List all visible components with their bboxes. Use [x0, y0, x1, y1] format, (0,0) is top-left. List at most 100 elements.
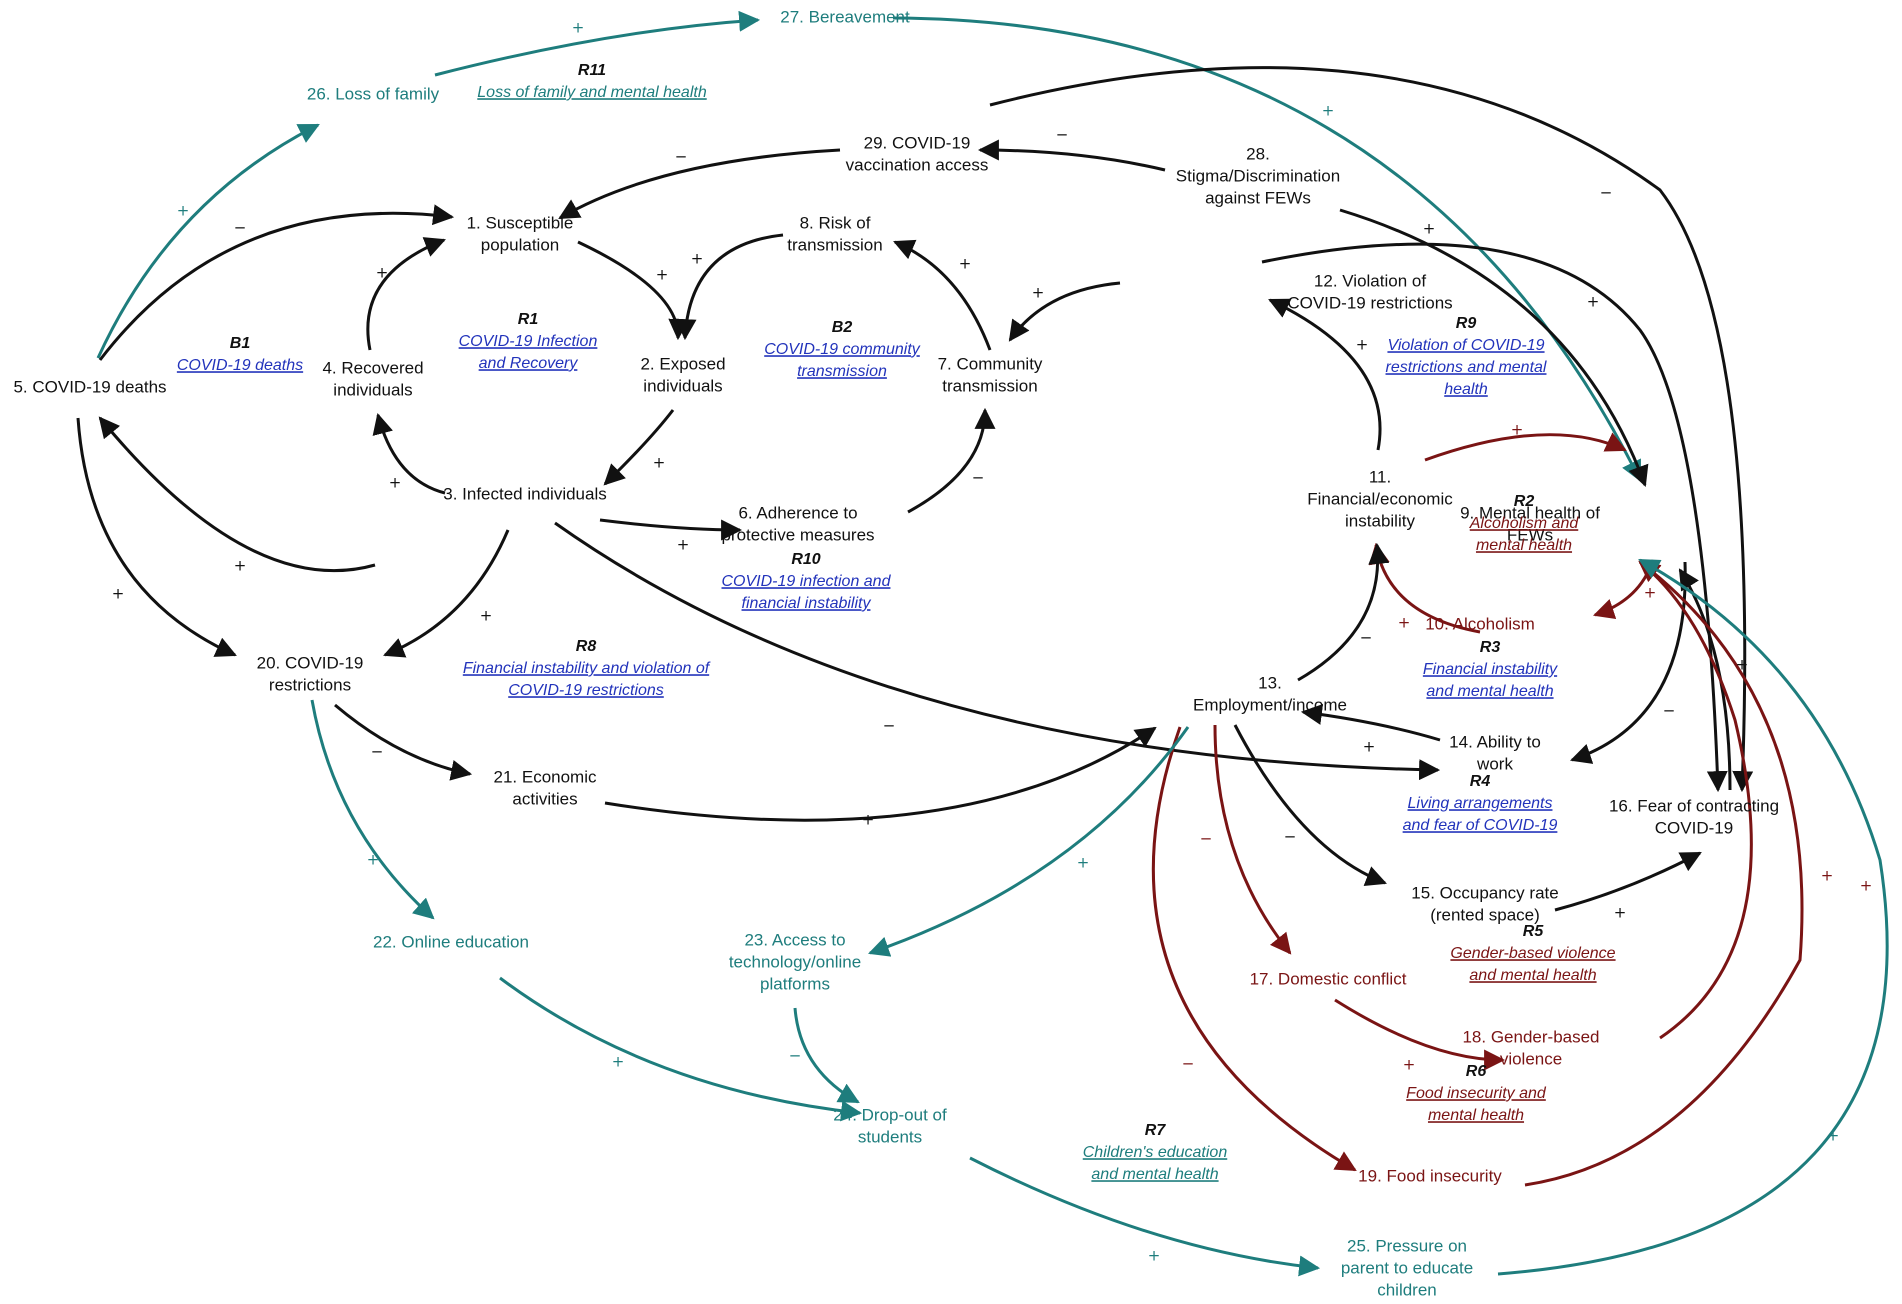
loop-R9-label-line-0[interactable]: Violation of COVID-19 — [1387, 337, 1544, 354]
arrow-n12-to-n16 — [1261, 242, 1728, 793]
node-n17-line-0: 17. Domestic conflict — [1250, 969, 1407, 988]
loop-R1-label-line-0[interactable]: COVID-19 Infection — [459, 333, 598, 350]
polarity-n4-to-n1: + — [376, 264, 389, 282]
loop-R10-label-line-1[interactable]: financial instability — [742, 595, 872, 612]
loop-R2-label-line-1[interactable]: mental health — [1476, 537, 1572, 554]
arrow-n3-to-n20 — [383, 529, 510, 658]
node-n4: 4. Recovered individuals — [322, 358, 423, 399]
polarity-n9-to-n14: − — [1663, 702, 1676, 720]
node-n23-line-0: 23. Access to — [744, 930, 845, 949]
node-n26: 26. Loss of family — [307, 84, 440, 103]
node-n11-line-0: 11. — [1369, 467, 1391, 486]
loop-R3-label-line-1[interactable]: and mental health — [1426, 683, 1553, 700]
node-n3: 3. Infected individuals — [443, 484, 607, 503]
arrow-n7-to-n8 — [893, 239, 992, 351]
loop-R1-label-line-1[interactable]: and Recovery — [479, 355, 579, 372]
arrow-n3-to-n4 — [372, 412, 446, 495]
loop-R5-label-line-0[interactable]: Gender-based violence — [1450, 945, 1615, 962]
loop-B2-label-line-0[interactable]: COVID-19 community — [764, 341, 921, 358]
loop-R2-label-line-0[interactable]: Alcoholism and — [1469, 515, 1580, 532]
node-n27-line-0: 27. Bereavement — [780, 7, 910, 26]
loop-R9-label-line-2[interactable]: health — [1444, 381, 1488, 398]
polarity-n13-to-n17: − — [1200, 830, 1213, 848]
loop-B2-label-line-1[interactable]: transmission — [797, 363, 887, 380]
loop-R7-label-line-0[interactable]: Children's education — [1083, 1144, 1228, 1161]
node-n20-line-0: 20. COVID-19 — [257, 653, 364, 672]
node-n5-line-0: 5. COVID-19 deaths — [13, 377, 166, 396]
node-n2-line-0: 2. Exposed — [640, 354, 725, 373]
polarity-n21-to-n13: + — [862, 811, 875, 829]
polarity-n2-to-n3: + — [653, 454, 666, 472]
polarity-n3-to-n14: − — [883, 717, 896, 735]
node-n8-line-1: transmission — [787, 235, 882, 254]
loop-R7-label-line-1[interactable]: and mental health — [1091, 1166, 1218, 1183]
loop-R3-id: R3 — [1480, 639, 1501, 656]
loop-R8-id: R8 — [576, 638, 597, 655]
node-n1-line-1: population — [481, 235, 559, 254]
loop-R11-label-line-0[interactable]: Loss of family and mental health — [477, 84, 707, 101]
node-n28-line-0: 28. — [1246, 144, 1270, 163]
polarity-n13-to-n23: + — [1077, 854, 1090, 872]
arrow-n26-to-n27 — [434, 10, 761, 77]
loop-R9-label-line-1[interactable]: restrictions and mental — [1386, 359, 1547, 376]
arrow-n13-to-n19 — [1151, 726, 1357, 1172]
loop-R4-label-line-0[interactable]: Living arrangements — [1408, 795, 1553, 812]
loop-R8-label-line-0[interactable]: Financial instability and violation of — [463, 660, 711, 677]
loop-R6-label-line-0[interactable]: Food insecurity and — [1406, 1085, 1547, 1102]
node-n3-line-0: 3. Infected individuals — [443, 484, 607, 503]
arrow-n1-to-n2 — [577, 240, 690, 341]
node-n5: 5. COVID-19 deaths — [13, 377, 166, 396]
arrow-n2-to-n3 — [603, 409, 675, 486]
loop-R2-id: R2 — [1514, 493, 1535, 510]
node-n8-line-0: 8. Risk of — [800, 213, 871, 232]
node-n14-line-1: work — [1476, 754, 1513, 773]
loop-R6-label-line-1[interactable]: mental health — [1428, 1107, 1524, 1124]
loop-R3-label-line-0[interactable]: Financial instability — [1423, 661, 1558, 678]
loop-R4-label-line-1[interactable]: and fear of COVID-19 — [1403, 817, 1558, 834]
node-n24-line-1: students — [858, 1127, 922, 1146]
polarity-n23-to-n24: − — [789, 1047, 802, 1065]
polarity-n13-to-n15: − — [1284, 828, 1297, 846]
node-n27: 27. Bereavement — [780, 7, 910, 26]
loop-R5-label-line-1[interactable]: and mental health — [1469, 967, 1596, 984]
arrow-n11-to-n9 — [1424, 432, 1627, 462]
node-n9-line-1: FEWs — [1507, 525, 1553, 544]
arrow-n5-to-n20 — [76, 417, 237, 657]
node-n13-line-1: Employment/income — [1193, 695, 1347, 714]
node-n11-line-2: instability — [1345, 511, 1415, 530]
node-n4-line-0: 4. Recovered — [322, 358, 423, 377]
node-n25-line-2: children — [1377, 1280, 1437, 1299]
arrow-n20-to-n21 — [334, 703, 473, 781]
polarity-n15-to-n16: + — [1614, 904, 1627, 922]
node-n20-line-1: restrictions — [269, 675, 351, 694]
arrow-n11-to-n12 — [1268, 298, 1382, 451]
node-n16-line-0: 16. Fear of contracting — [1609, 796, 1779, 815]
polarity-n20-to-n22: + — [367, 851, 380, 869]
loop-B1-label-line-0[interactable]: COVID-19 deaths — [177, 357, 303, 374]
polarity-n12-to-n7: + — [1032, 284, 1045, 302]
arrow-n5-to-n1 — [98, 204, 455, 361]
node-n1-line-0: 1. Susceptible — [467, 213, 574, 232]
polarity-n3-to-n6: + — [677, 536, 690, 554]
node-n22: 22. Online education — [373, 932, 529, 951]
polarity-n27-to-n9: + — [1322, 102, 1335, 120]
polarity-n20-to-n21: − — [371, 743, 384, 761]
node-n4-line-1: individuals — [333, 380, 412, 399]
arrow-n28-to-n9 — [1339, 208, 1649, 487]
loop-R8-label-line-1[interactable]: COVID-19 restrictions — [508, 682, 664, 699]
polarity-n5-to-n20: + — [112, 585, 125, 603]
polarity-n3-to-n20: + — [480, 607, 493, 625]
loop-R10-label-line-0[interactable]: COVID-19 infection and — [722, 573, 892, 590]
polarity-n7-to-n8: + — [959, 255, 972, 273]
